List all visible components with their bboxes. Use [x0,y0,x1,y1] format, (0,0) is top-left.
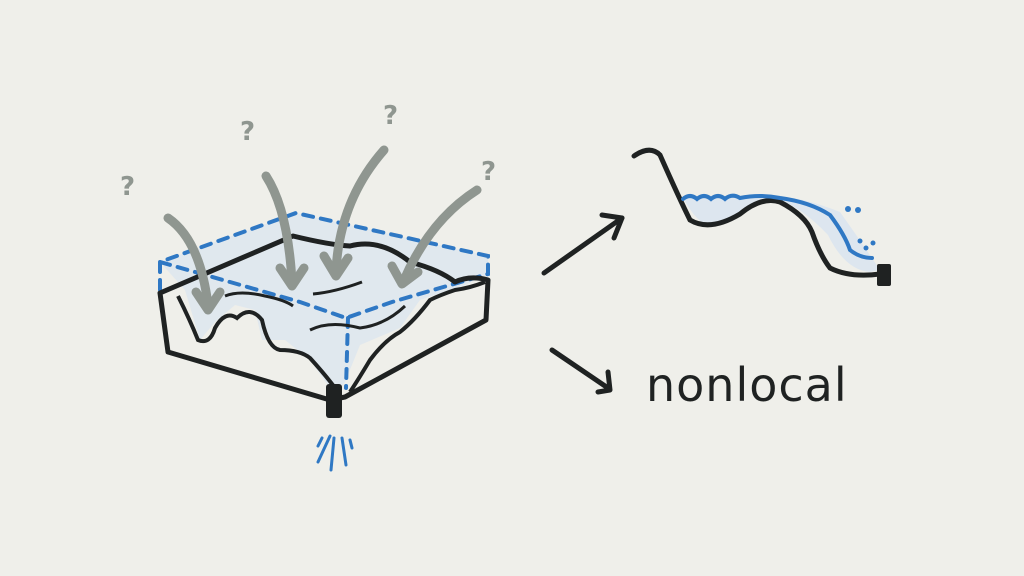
arrow-1 [163,213,213,310]
question-mark-icon: ? [240,117,255,147]
drain-icon [877,264,891,286]
spray-droplets [845,206,876,251]
terrain-contour-inner-2 [312,280,363,296]
question-mark-icon: ? [481,157,496,187]
incoming-arrows [163,145,482,315]
water-level-dashed-outline [158,210,490,321]
terrain-contour-inner-3 [309,304,407,332]
question-mark-icon: ? [120,172,135,202]
question-marks: ? ? ? ? [120,101,496,202]
arrow-3 [331,145,389,275]
water-surface-profile [681,193,874,260]
arrow-down-right [549,347,611,391]
arrow-up-right [541,215,625,276]
terrain-contour-right [348,280,486,394]
water-spray-icon [316,434,354,472]
terrain-contour-inner-1 [224,291,294,308]
branch-arrows [541,212,625,395]
arrow-2 [261,171,297,287]
nonlocal-label: nonlocal [646,358,848,412]
terrain-profile [631,147,883,278]
cross-section-profile [631,147,891,286]
question-mark-icon: ? [383,101,398,131]
arrow-4 [399,185,482,285]
drain-icon [326,384,342,418]
terrain-contour-front [176,295,342,397]
vertical-dashed-line [344,316,350,390]
